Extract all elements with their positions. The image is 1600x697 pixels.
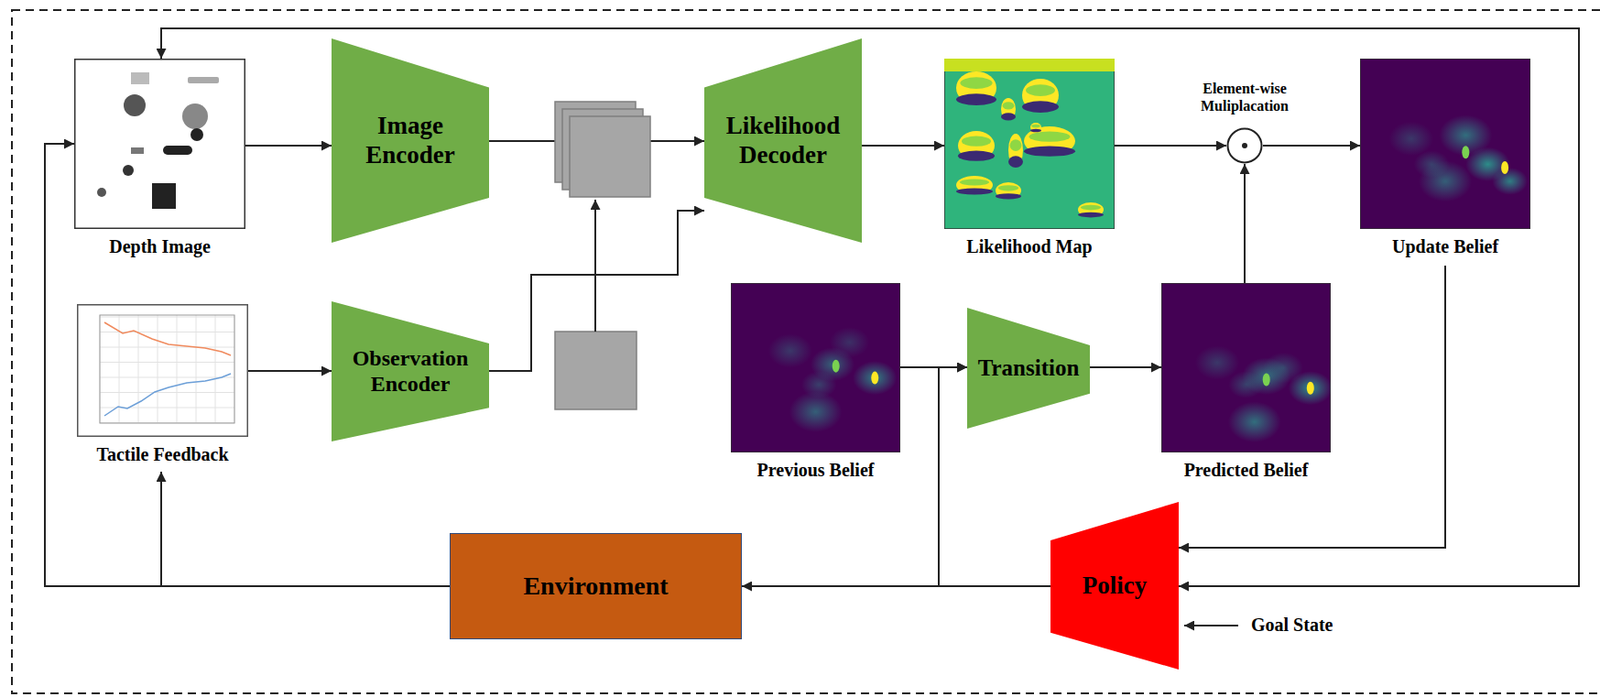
panel-image [944,58,1115,229]
network-block: Image Encoder [331,38,490,243]
input-label: Goal State [1251,614,1333,636]
block-label: Transition [978,355,1080,382]
image-panel: Predicted Belief [1161,282,1331,490]
flow-arrow [161,28,1579,587]
illustration [730,282,901,453]
flow-arrow [1262,144,1361,147]
illustration [944,58,1115,229]
panel-label: Predicted Belief [1142,459,1350,481]
panel-image [74,58,246,229]
goal-arrow [1184,624,1239,627]
network-block: Policy [1050,501,1179,670]
illustration [1161,282,1331,453]
block-label: Environment [522,571,668,601]
panel-label: Likelihood Map [925,236,1133,258]
block-label: Likelihood Decoder [714,111,852,169]
panel-image [1161,282,1331,453]
feature-map [569,116,651,197]
feature-arrow [594,199,597,332]
image-panel: Likelihood Map [944,58,1115,266]
panel-image [1360,58,1531,229]
network-block: Likelihood Decoder [704,38,862,243]
panel-label: Depth Image [55,236,264,258]
block-label: Policy [1082,571,1147,600]
panel-image [76,304,249,437]
panel-label: Previous Belief [712,459,919,481]
flow-arrow [1243,163,1246,283]
image-panel: Update Belief [1360,58,1531,266]
panel-label: Update Belief [1341,236,1549,258]
flow-arrow [861,144,945,147]
flow-arrow [1089,366,1162,369]
environment-box: Environment [449,533,742,640]
network-block: Observation Encoder [331,301,490,442]
illustration [77,304,249,437]
flow-arrow [248,370,332,372]
flow-arrow [161,471,450,587]
image-panel: Previous Belief [730,282,901,490]
dashed-frame [11,10,1600,694]
block-label: Image Encoder [350,111,470,169]
panel-image [730,282,901,453]
operator-symbol [1226,127,1263,164]
image-panel: Depth Image [74,58,246,266]
flow-arrow [245,144,332,147]
block-label: Observation Encoder [335,346,487,397]
illustration [1360,58,1531,229]
multiply-operator: Element-wise Muliplacation [1226,127,1263,164]
network-block: Transition [967,307,1090,429]
operator-label: Element-wise Muliplacation [1180,80,1309,115]
panel-label: Tactile Feedback [58,444,267,466]
feature-vector [555,331,637,410]
illustration [75,59,246,229]
image-panel: Tactile Feedback [76,304,249,472]
flow-arrow [1114,144,1227,147]
